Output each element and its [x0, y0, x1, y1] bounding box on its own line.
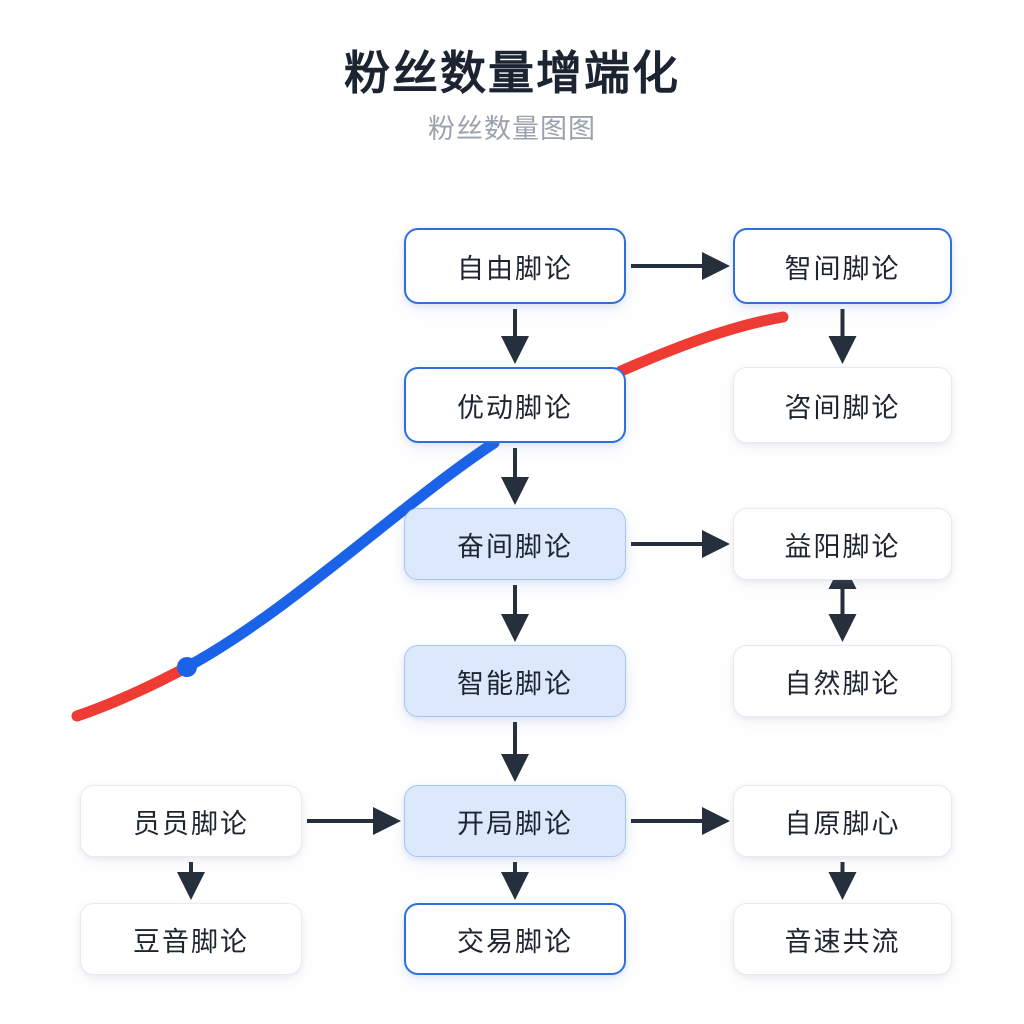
- node-label: 自由脚论: [457, 253, 573, 284]
- trend-curves: [71, 311, 789, 722]
- node-label: 交易脚论: [457, 926, 573, 957]
- node-n2[interactable]: 智间脚论: [733, 228, 952, 304]
- node-n1[interactable]: 自由脚论: [404, 228, 626, 304]
- node-label: 咨间脚论: [784, 392, 901, 423]
- node-n9[interactable]: 员员脚论: [80, 785, 302, 857]
- node-n13[interactable]: 交易脚论: [404, 903, 626, 975]
- node-n12[interactable]: 豆音脚论: [80, 903, 302, 975]
- node-label: 优动脚论: [457, 392, 573, 423]
- node-label: 豆音脚论: [133, 926, 249, 957]
- node-n6[interactable]: 益阳脚论: [733, 508, 952, 580]
- node-n4[interactable]: 咨间脚论: [733, 367, 952, 443]
- node-n7[interactable]: 智能脚论: [404, 645, 626, 717]
- node-n3[interactable]: 优动脚论: [404, 367, 626, 443]
- node-n10[interactable]: 开局脚论: [404, 785, 626, 857]
- node-label: 智能脚论: [457, 668, 573, 699]
- trend-marker-blue-dot: [177, 657, 197, 677]
- node-label: 奋间脚论: [457, 531, 573, 562]
- connector-arrows: [177, 252, 857, 900]
- node-label: 自原脚心: [784, 808, 901, 839]
- node-n5[interactable]: 奋间脚论: [404, 508, 626, 580]
- node-label: 员员脚论: [133, 808, 249, 839]
- node-label: 开局脚论: [457, 808, 573, 839]
- node-n8[interactable]: 自然脚论: [733, 645, 952, 717]
- trend-markers: [177, 657, 197, 677]
- trend-curve-red-lower: [71, 661, 193, 722]
- node-label: 益阳脚论: [784, 531, 901, 562]
- node-label: 智间脚论: [784, 253, 901, 284]
- node-label: 音速共流: [784, 926, 901, 957]
- trend-curve-red-upper: [615, 311, 789, 377]
- node-n14[interactable]: 音速共流: [733, 903, 952, 975]
- trend-curve-blue-rising: [181, 437, 500, 673]
- node-label: 自然脚论: [784, 668, 901, 699]
- node-n11[interactable]: 自原脚心: [733, 785, 952, 857]
